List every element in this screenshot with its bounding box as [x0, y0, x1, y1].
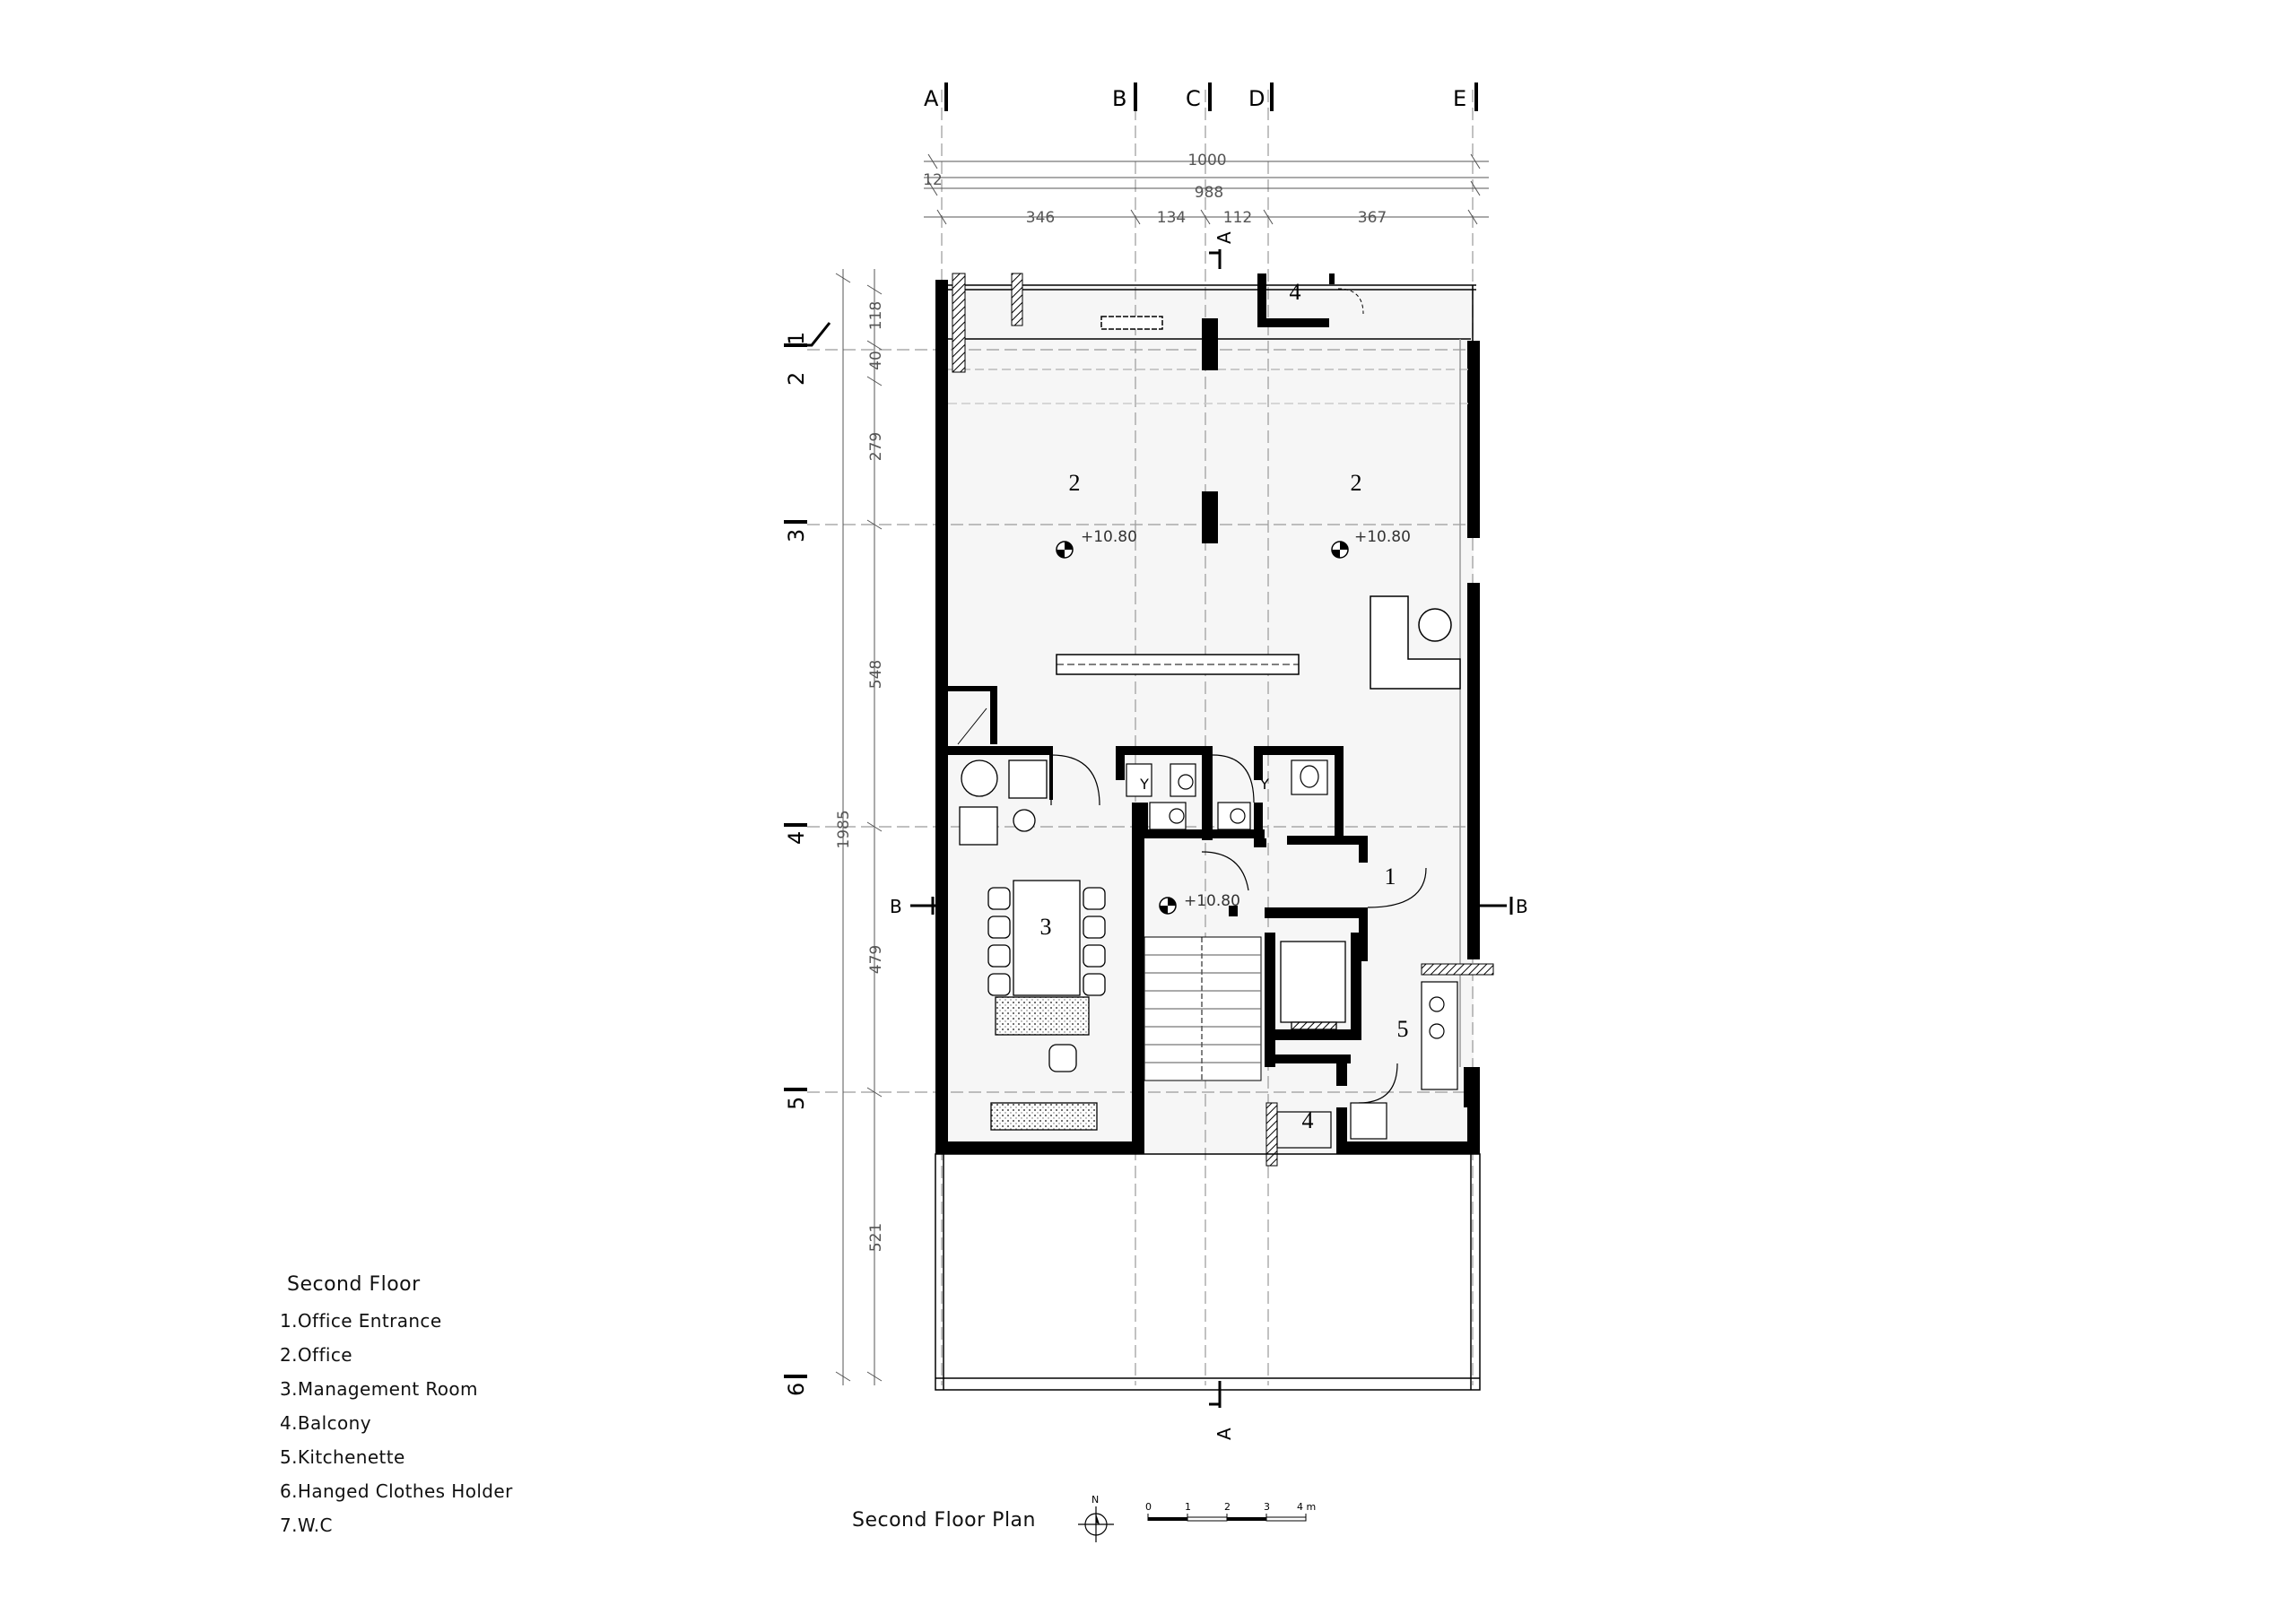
wc-mark-2: Y — [1259, 776, 1269, 793]
grid-row-6: 6 — [784, 1383, 809, 1396]
legend-item: 4.Balcony — [280, 1412, 371, 1434]
dim-top-seg-3: 112 — [1223, 209, 1252, 227]
grid-col-a: A — [924, 86, 939, 111]
room-label-balcony-bottom: 4 — [1302, 1107, 1314, 1133]
room-label-entrance: 1 — [1385, 864, 1396, 890]
elevator — [1280, 941, 1346, 1030]
level-markers — [1056, 541, 1349, 915]
legend-item: 2.Office — [280, 1344, 352, 1366]
hatched-columns — [952, 273, 1494, 1167]
room-label-office-right: 2 — [1351, 470, 1362, 496]
legend-item: 6.Hanged Clothes Holder — [280, 1480, 513, 1502]
room-label-management: 3 — [1040, 914, 1052, 940]
dim-left-seg-6: 521 — [867, 1223, 885, 1252]
scale-label-3: 3 — [1264, 1501, 1270, 1513]
management-furniture — [959, 759, 1106, 1131]
grid-col-b: B — [1112, 86, 1126, 111]
dim-top-seg-2: 134 — [1157, 209, 1186, 227]
grid-guides-horizontal — [807, 349, 1480, 1093]
legend-title: Second Floor — [287, 1273, 421, 1296]
scale-label-2: 2 — [1224, 1501, 1231, 1513]
grid-marker-columns: A B C D E — [924, 82, 1478, 111]
balcony-bottom — [1276, 1111, 1332, 1149]
bench-top — [1100, 316, 1163, 330]
grid-row-3: 3 — [784, 529, 809, 542]
dim-left-seg-2: 40 — [867, 351, 885, 370]
staircase — [1144, 936, 1262, 1081]
room-label-balcony-top: 4 — [1290, 279, 1301, 305]
exterior-walls — [935, 280, 1480, 1154]
dim-top-offset: 12 — [923, 171, 943, 189]
dim-left-seg-3: 279 — [867, 432, 885, 461]
kitchenette-fixtures — [1350, 981, 1458, 1140]
section-b-left: B — [890, 896, 902, 917]
grid-row-2: 2 — [784, 372, 809, 386]
legend-item: 3.Management Room — [280, 1378, 478, 1400]
grid-marker-rows: 1 2 3 4 5 6 — [784, 322, 831, 1396]
legend-item: 1.Office Entrance — [280, 1310, 442, 1332]
dim-top-total: 1000 — [1187, 152, 1226, 169]
section-marks — [910, 249, 1513, 1408]
section-a-bottom: A — [1213, 1428, 1235, 1440]
legend-item: 5.Kitchenette — [280, 1446, 405, 1468]
reception-desk — [1370, 595, 1461, 690]
level-office-right: +10.80 — [1354, 528, 1411, 546]
north-arrow-icon — [1078, 1506, 1114, 1542]
level-stair-hall: +10.80 — [1184, 892, 1240, 910]
section-a-top: A — [1213, 231, 1235, 244]
level-office-left: +10.80 — [1081, 528, 1137, 546]
grid-col-e: E — [1453, 86, 1466, 111]
top-dimensions — [924, 153, 1489, 225]
dim-top-seg-1: 346 — [1026, 209, 1055, 227]
dim-top-seg-4: 367 — [1358, 209, 1387, 227]
left-closet — [948, 686, 997, 745]
grid-row-1: 1 — [784, 332, 809, 345]
rear-terrace — [935, 1153, 1481, 1391]
room-label-office-left: 2 — [1069, 470, 1081, 496]
wc-fixtures — [1126, 759, 1328, 830]
legend: Second Floor 1.Office Entrance 2.Office … — [280, 1273, 513, 1549]
legend-item: 7.W.C — [280, 1515, 333, 1536]
dim-left-seg-4: 548 — [867, 660, 885, 689]
room-label-kitchenette: 5 — [1397, 1016, 1409, 1042]
top-facade — [948, 284, 1476, 1067]
dim-top-inner: 988 — [1195, 184, 1223, 202]
dim-left-seg-1: 118 — [867, 301, 885, 330]
scale-label-1: 1 — [1185, 1501, 1191, 1513]
dim-left-seg-5: 479 — [867, 945, 885, 974]
scale-label-0: 0 — [1145, 1501, 1152, 1513]
dim-left-total: 1985 — [835, 810, 853, 848]
grid-col-d: D — [1248, 86, 1265, 111]
scale-label-4: 4 m — [1297, 1501, 1316, 1513]
interior-walls — [948, 746, 1368, 1154]
section-b-right: B — [1516, 896, 1528, 917]
plan-title: Second Floor Plan — [852, 1509, 1036, 1532]
grid-row-4: 4 — [784, 831, 809, 845]
north-label: N — [1091, 1494, 1099, 1506]
grid-col-c: C — [1186, 86, 1201, 111]
grid-row-5: 5 — [784, 1097, 809, 1110]
balcony-top-walls — [1257, 273, 1335, 327]
wc-mark-1: Y — [1139, 776, 1149, 793]
scale-bar — [1147, 1514, 1307, 1522]
interior-columns — [1202, 318, 1218, 543]
left-dimensions — [835, 269, 883, 1385]
